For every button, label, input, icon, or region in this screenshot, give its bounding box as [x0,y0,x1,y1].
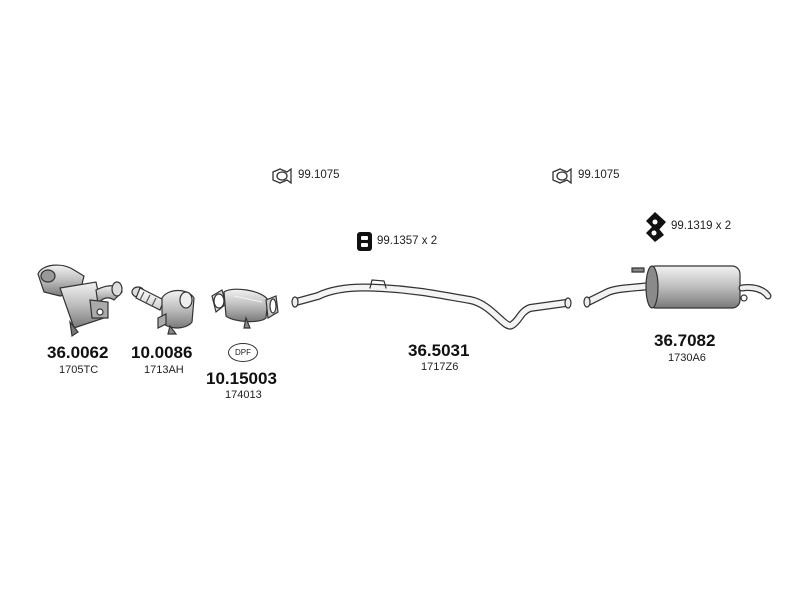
clamp-icon [552,167,572,185]
mounting-label: 99.1357 x 2 [377,235,438,247]
rubber-mounting-icon [357,232,372,251]
part-number: 36.5031 [408,341,470,360]
clamp-label: 99.1075 [578,169,620,181]
oe-reference: 1705TC [59,364,99,376]
mounting-label: 99.1319 x 2 [671,220,732,232]
flex-pipe-catalyst [131,286,195,335]
catalytic-converter-manifold [37,264,123,338]
part-number: 10.0086 [131,343,193,362]
rear-silencer [583,265,772,309]
oe-reference: 1713AH [144,364,184,376]
part-number: 10.15003 [206,369,277,388]
clamp-label: 99.1075 [298,169,340,181]
clamp-icon [272,167,292,185]
part-number: 36.0062 [47,343,109,362]
dpf-badge: DPF [228,343,258,362]
dpf-filter [211,288,279,329]
rubber-mounting-icon [646,212,666,242]
oe-reference: 1730A6 [668,352,706,364]
oe-reference: 174013 [225,389,262,401]
part-number: 36.7082 [654,331,716,350]
intermediate-pipe [291,279,572,330]
oe-reference: 1717Z6 [421,361,459,373]
